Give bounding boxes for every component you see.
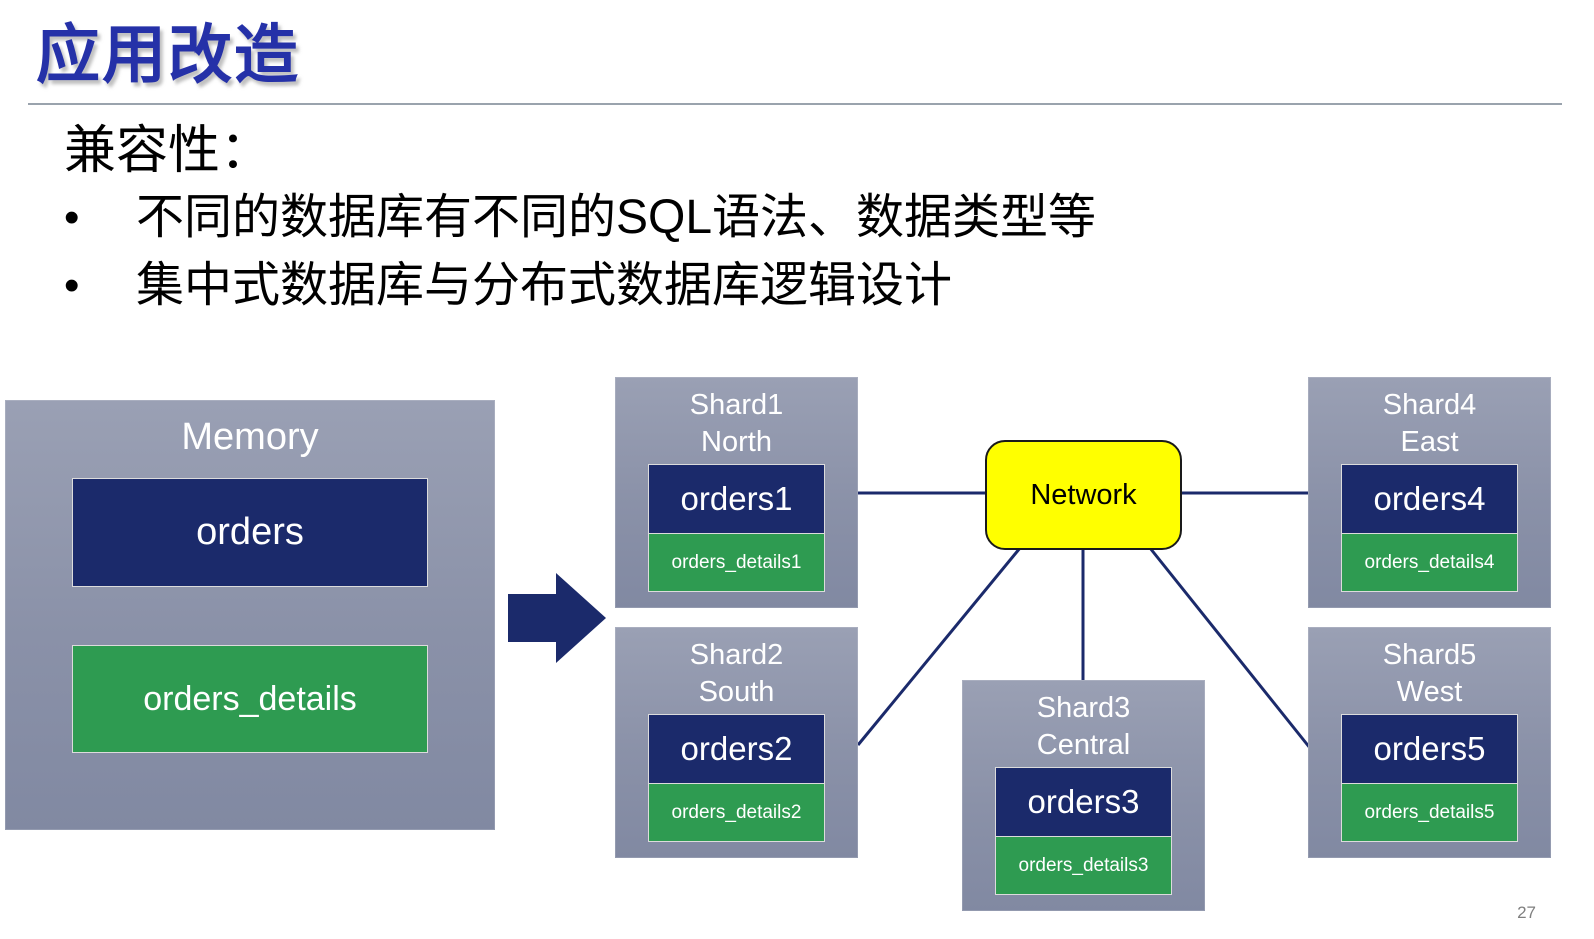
memory-label: Memory — [181, 416, 319, 458]
arrow-shaft — [508, 594, 556, 642]
shard-region: West — [1396, 676, 1463, 708]
orders-table: orders2 — [648, 714, 825, 784]
shard-region: East — [1400, 426, 1459, 458]
network-node: Network — [985, 440, 1182, 550]
shard-name: Shard4 — [1382, 389, 1477, 421]
shard-name: Shard2 — [689, 639, 784, 671]
orders-table: orders1 — [648, 464, 825, 534]
shard-name: Shard3 — [1036, 692, 1131, 724]
orders-details-table: orders_details4 — [1341, 534, 1518, 592]
compatibility-heading: 兼容性： — [64, 122, 273, 180]
shard5-container: Shard5 West orders5 orders_details5 — [1308, 627, 1551, 858]
shard1-container: Shard1 North orders1 orders_details1 — [615, 377, 858, 608]
orders-details-table: orders_details1 — [648, 534, 825, 592]
bullet-marker: • — [64, 261, 80, 310]
shard2-container: Shard2 South orders2 orders_details2 — [615, 627, 858, 858]
memory-container: Memory orders orders_details — [5, 400, 495, 830]
orders-table: orders — [72, 478, 428, 587]
arrow-head — [556, 573, 606, 663]
shard-name: Shard1 — [689, 389, 784, 421]
bullet-marker: • — [64, 193, 80, 242]
bullet-text: 不同的数据库有不同的SQL语法、数据类型等 — [136, 191, 1097, 244]
orders-details-table: orders_details — [72, 645, 428, 753]
slide-title: 应用改造 — [36, 19, 300, 91]
bullet-text: 集中式数据库与分布式数据库逻辑设计 — [136, 259, 953, 312]
line-network-shard5 — [1148, 547, 1312, 749]
title-divider — [28, 103, 1562, 105]
orders-table: orders3 — [995, 767, 1172, 837]
body-text: 兼容性： • 不同的数据库有不同的SQL语法、数据类型等 • 集中式数据库与分布… — [64, 118, 1096, 320]
shard3-container: Shard3 Central orders3 orders_details3 — [962, 680, 1205, 911]
shard-region: North — [701, 426, 772, 458]
orders-table: orders5 — [1341, 714, 1518, 784]
bullet-item: • 不同的数据库有不同的SQL语法、数据类型等 — [64, 184, 1096, 252]
orders-details-table: orders_details2 — [648, 784, 825, 842]
shard-region: South — [698, 676, 775, 708]
shard4-container: Shard4 East orders4 orders_details4 — [1308, 377, 1551, 608]
orders-table: orders4 — [1341, 464, 1518, 534]
right-arrow-icon — [508, 573, 606, 663]
line-network-shard2 — [856, 547, 1022, 746]
shard-name: Shard5 — [1382, 639, 1477, 671]
orders-details-table: orders_details3 — [995, 837, 1172, 895]
shard-region: Central — [1036, 729, 1131, 761]
bullet-item: • 集中式数据库与分布式数据库逻辑设计 — [64, 252, 1096, 320]
page-number: 27 — [1517, 903, 1536, 922]
orders-details-table: orders_details5 — [1341, 784, 1518, 842]
